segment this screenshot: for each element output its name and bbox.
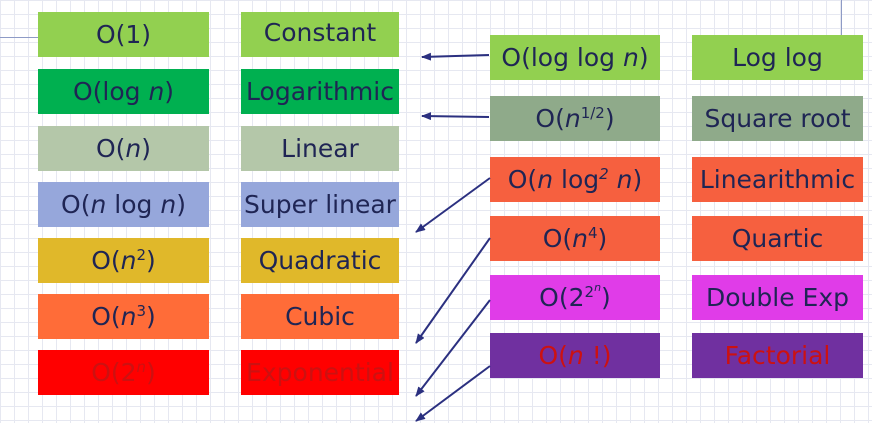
name-box-linearithmic: Linearithmic (692, 157, 863, 202)
notation-box-super-linear: O(n log n) (38, 182, 209, 227)
notation-text: O(n log2 n) (507, 165, 643, 194)
name-box-logarithmic: Logarithmic (241, 69, 399, 114)
notation-text: O(n) (95, 134, 152, 163)
name-box-constant: Constant (241, 12, 399, 57)
notation-text: O(n log n) (61, 190, 186, 219)
notation-box-linear: O(n) (38, 126, 209, 171)
notation-text: O(1) (95, 20, 152, 49)
notation-box-logarithmic: O(log n) (38, 69, 209, 114)
name-text: Exponential (246, 358, 394, 387)
arrow-quartic (415, 237, 491, 344)
notation-box-exponential: O(2n) (38, 350, 209, 395)
arrow-square-root (421, 112, 490, 121)
notation-box-constant: O(1) (38, 12, 209, 57)
notation-text: O(2n) (91, 358, 156, 387)
name-box-cubic: Cubic (241, 294, 399, 339)
name-text: Logarithmic (246, 77, 394, 106)
notation-text: O(n2) (91, 246, 156, 275)
notation-box-linearithmic: O(n log2 n) (490, 157, 660, 202)
name-box-factorial: Factorial (692, 333, 863, 378)
notation-box-cubic: O(n3) (38, 294, 209, 339)
notation-text: O(n1/2) (535, 104, 615, 133)
arrow-factorial (415, 365, 491, 422)
notation-box-quartic: O(n4) (490, 216, 660, 261)
name-text: Square root (704, 104, 851, 133)
name-box-exponential: Exponential (241, 350, 399, 395)
name-box-log-log: Log log (692, 35, 863, 80)
notation-box-factorial: O(n !) (490, 333, 660, 378)
name-text: Linear (281, 134, 359, 163)
frame-line-right-vertical (841, 0, 842, 38)
name-box-square-root: Square root (692, 96, 863, 141)
arrow-double-exp (415, 299, 491, 397)
name-text: Quadratic (258, 246, 382, 275)
name-text: Double Exp (706, 283, 849, 312)
name-text: Linearithmic (699, 165, 856, 194)
notation-text: O(log n) (72, 77, 175, 106)
name-box-quadratic: Quadratic (241, 238, 399, 283)
name-box-quartic: Quartic (692, 216, 863, 261)
notation-box-quadratic: O(n2) (38, 238, 209, 283)
notation-box-square-root: O(n1/2) (490, 96, 660, 141)
notation-text: O(22n) (539, 281, 611, 312)
notation-text: O(n !) (538, 341, 612, 370)
name-text: Cubic (285, 302, 355, 331)
arrow-log-log (421, 52, 490, 61)
name-text: Log log (732, 43, 823, 72)
notation-box-double-exp: O(22n) (490, 275, 660, 320)
name-text: Constant (263, 18, 377, 47)
name-box-linear: Linear (241, 126, 399, 171)
name-text: Super linear (244, 190, 396, 219)
frame-line-left-horizontal (0, 37, 38, 38)
notation-text: O(log log n) (501, 43, 649, 72)
notation-text: O(n4) (542, 224, 608, 253)
arrow-linearithmic (415, 177, 491, 233)
name-box-double-exp: Double Exp (692, 275, 863, 320)
name-box-super-linear: Super linear (241, 182, 399, 227)
notation-box-log-log: O(log log n) (490, 35, 660, 80)
notation-text: O(n3) (91, 302, 156, 331)
name-text: Factorial (724, 341, 831, 370)
name-text: Quartic (731, 224, 824, 253)
